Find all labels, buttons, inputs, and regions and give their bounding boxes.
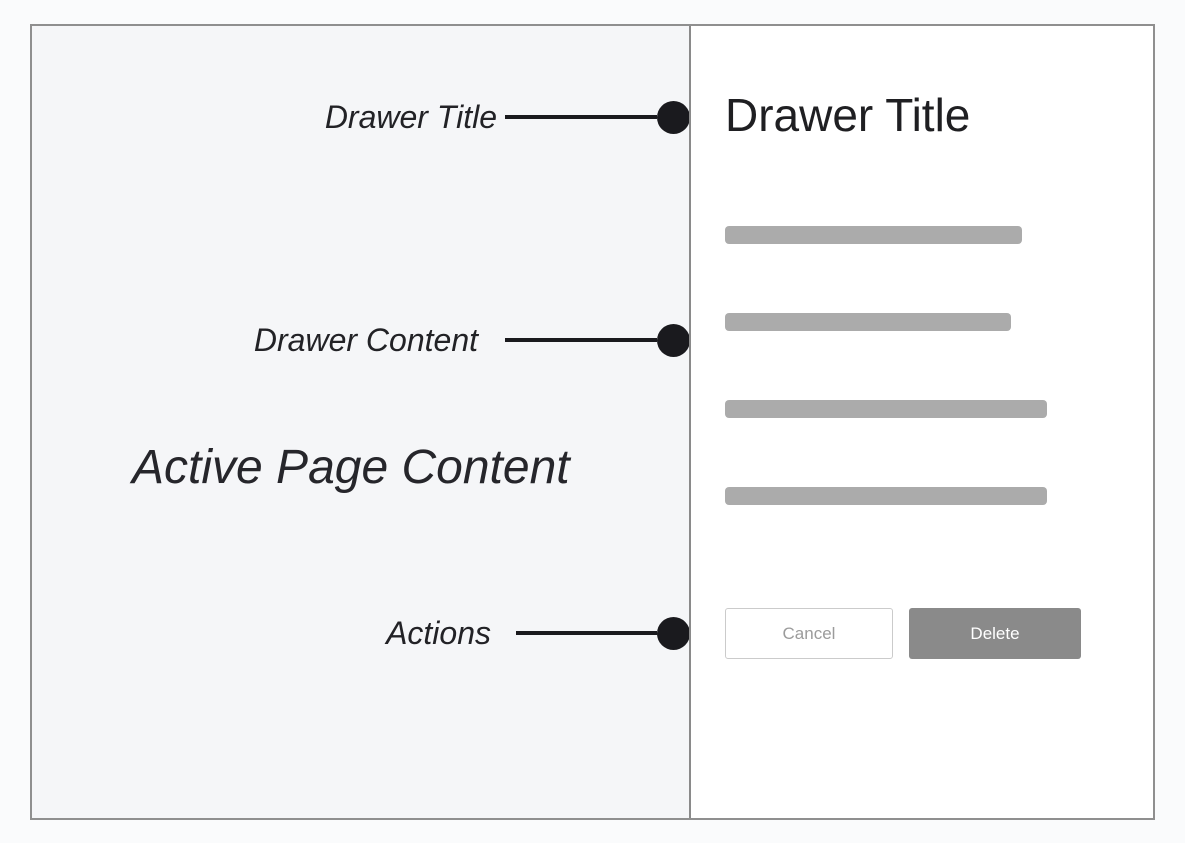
annotation-drawer-title-label: Drawer Title xyxy=(324,98,497,135)
connector-line xyxy=(505,338,657,342)
cancel-button[interactable]: Cancel xyxy=(725,608,893,659)
connector-line xyxy=(516,631,657,635)
annotation-actions: Actions xyxy=(386,611,690,655)
active-page-content-label: Active Page Content xyxy=(132,441,570,494)
connector-line xyxy=(505,115,657,119)
annotation-drawer-content: Drawer Content xyxy=(254,318,690,362)
drawer-content-placeholders xyxy=(725,226,1047,505)
placeholder-line xyxy=(725,400,1047,418)
annotation-actions-label: Actions xyxy=(386,614,491,651)
drawer-actions: Cancel Delete xyxy=(725,608,1081,659)
annotation-drawer-title: Drawer Title xyxy=(325,95,690,139)
placeholder-line xyxy=(725,226,1022,244)
connector-dot xyxy=(657,100,690,134)
drawer-panel: Drawer Title Cancel Delete xyxy=(689,26,1153,818)
connector-dot xyxy=(657,323,690,357)
placeholder-line xyxy=(725,487,1047,505)
connector-dot xyxy=(657,616,690,650)
app-frame: Drawer Title Drawer Content Active Page … xyxy=(30,24,1155,820)
placeholder-line xyxy=(725,313,1011,331)
drawer-title: Drawer Title xyxy=(725,89,971,141)
annotation-drawer-content-label: Drawer Content xyxy=(253,321,478,358)
delete-button[interactable]: Delete xyxy=(909,608,1081,659)
